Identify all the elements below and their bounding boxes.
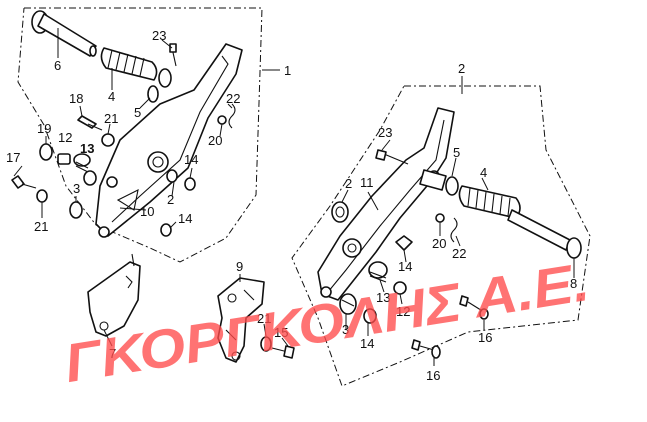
callout-22-right: 22 <box>452 246 466 261</box>
callout-12-left: 12 <box>58 130 72 145</box>
nut-20-left <box>217 115 227 125</box>
callout-4-right: 4 <box>480 165 487 180</box>
callout-labels: 1 2 2 2 3 3 4 4 5 5 6 7 8 9 10 11 12 12 … <box>6 28 577 383</box>
callout-5-left: 5 <box>134 105 141 120</box>
callout-22-left: 22 <box>226 91 240 106</box>
bolt-23-left <box>169 43 177 67</box>
callout-8: 8 <box>570 276 577 291</box>
small-hardware-right <box>339 235 413 324</box>
callout-15: 15 <box>274 325 288 340</box>
callout-19: 19 <box>37 121 51 136</box>
callout-21-outside: 21 <box>34 219 48 234</box>
callout-21-bottom: 21 <box>257 311 271 326</box>
callout-4-left: 4 <box>108 89 115 104</box>
nut-20-right <box>435 213 445 223</box>
left-assembly-boundary <box>17 7 263 263</box>
callout-6: 6 <box>54 58 61 73</box>
callout-23-left: 23 <box>152 28 166 43</box>
washer-21-outside <box>36 189 48 203</box>
washer-21-bottom <box>260 336 272 352</box>
callout-2-left: 2 <box>167 192 174 207</box>
footpeg-rubber-left <box>100 47 172 88</box>
callout-2-right: 2 <box>345 176 352 191</box>
bolt-17 <box>11 175 37 189</box>
callout-14-right-lower: 14 <box>360 336 374 351</box>
bushing-right <box>331 201 349 223</box>
callout-3-left: 3 <box>73 181 80 196</box>
bolt-15 <box>271 345 295 359</box>
callout-14-left-lower: 14 <box>178 211 192 226</box>
leader-lines-left <box>13 28 289 347</box>
callout-13-right: 13 <box>376 290 390 305</box>
callout-5-right: 5 <box>453 145 460 160</box>
callout-10: 10 <box>140 204 154 219</box>
washer-right <box>445 176 459 196</box>
callout-20-left: 20 <box>208 133 222 148</box>
callout-16-upper: 16 <box>478 330 492 345</box>
spring-left <box>228 103 236 129</box>
left-footrest-assembly <box>11 7 295 363</box>
callout-14-right-upper: 14 <box>398 259 412 274</box>
callout-1: 1 <box>284 63 291 78</box>
small-hardware-left <box>39 115 196 237</box>
callout-9: 9 <box>236 259 243 274</box>
washer-left <box>147 85 159 103</box>
callout-16-lower: 16 <box>426 368 440 383</box>
bolt-16-lower <box>411 339 441 359</box>
callout-18: 18 <box>69 91 83 106</box>
leader-lines-right <box>341 139 575 366</box>
callout-11: 11 <box>360 175 374 190</box>
right-assembly-boundary <box>291 85 591 387</box>
callout-13-left: 13 <box>80 141 94 156</box>
callout-14-left-upper: 14 <box>184 152 198 167</box>
callout-3-right: 3 <box>342 322 349 337</box>
bolt-23-right <box>375 149 409 165</box>
callout-23-right: 23 <box>378 125 392 140</box>
callout-20-right: 20 <box>432 236 446 251</box>
pivot-pin-left <box>31 10 97 57</box>
callout-2-assembly: 2 <box>458 61 465 76</box>
callout-17: 17 <box>6 150 20 165</box>
bolt-16-upper <box>459 295 489 320</box>
callout-12-right: 12 <box>396 304 410 319</box>
right-footrest-assembly <box>291 76 591 387</box>
callout-21-upper: 21 <box>104 111 118 126</box>
pivot-pin-right <box>507 209 582 259</box>
spring-right <box>450 217 458 243</box>
callout-7: 7 <box>109 346 116 361</box>
